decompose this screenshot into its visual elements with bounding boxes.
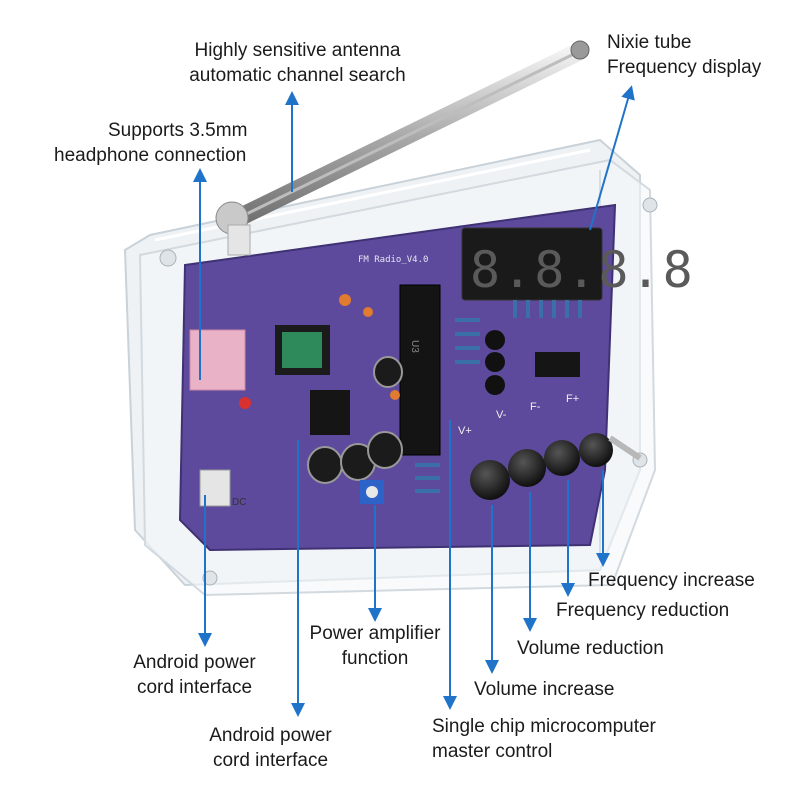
ic-label: U3 bbox=[409, 340, 420, 353]
volume-reduction-button[interactable] bbox=[508, 449, 546, 487]
nixie-callout: Nixie tube Frequency display bbox=[607, 30, 761, 80]
telescopic-antenna bbox=[215, 40, 590, 256]
headphone-label-line1: Supports 3.5mm bbox=[108, 120, 248, 141]
power-mid-label-line1: Android power bbox=[209, 725, 332, 746]
potentiometer-screw bbox=[366, 486, 378, 498]
frequency-increase-button[interactable] bbox=[579, 433, 613, 467]
power-left-label-line2: cord interface bbox=[136, 677, 253, 698]
control-buttons: V+ V- F- F+ bbox=[458, 393, 642, 500]
power-led bbox=[239, 397, 251, 409]
display-digits: 8.8.8.8 bbox=[470, 241, 695, 299]
mcu-callout: Single chip microcomputer master control bbox=[432, 714, 656, 764]
vol-increase-label: Volume increase bbox=[474, 679, 615, 700]
headphone-callout: Supports 3.5mm headphone connection bbox=[54, 118, 247, 168]
freq-reduction-label: Frequency reduction bbox=[556, 600, 730, 621]
freq-increase-label: Frequency increase bbox=[588, 570, 755, 591]
frequency-display: 8.8.8.8 bbox=[461, 227, 695, 301]
frequency-reduction-button[interactable] bbox=[544, 440, 580, 476]
nixie-label-line1: Nixie tube bbox=[607, 32, 692, 53]
antenna-label-line1: Highly sensitive antenna bbox=[194, 40, 401, 61]
amp-callout: Power amplifier function bbox=[300, 621, 450, 671]
power-mid-label-line2: cord interface bbox=[212, 750, 329, 771]
antenna-label-line2: automatic channel search bbox=[189, 65, 406, 86]
resistor-array bbox=[415, 300, 582, 493]
transistors bbox=[485, 330, 505, 395]
dc-label: DC bbox=[232, 497, 246, 508]
button-label-vol-up: V+ bbox=[458, 425, 472, 437]
button-label-freq-up: F+ bbox=[566, 393, 579, 405]
amplifier-chip bbox=[310, 390, 350, 435]
power-left-label-line1: Android power bbox=[133, 652, 256, 673]
vol-reduction-label: Volume reduction bbox=[517, 638, 664, 659]
microcontroller-chip: U3 bbox=[399, 284, 441, 456]
amp-label-line2: function bbox=[341, 648, 409, 669]
power-mid-callout: Android power cord interface bbox=[198, 723, 343, 773]
board-model-label: FM Radio_V4.0 bbox=[358, 255, 428, 265]
headphone-jack bbox=[189, 329, 246, 391]
volume-increase-button[interactable] bbox=[470, 460, 510, 500]
antenna-callout: Highly sensitive antenna automatic chann… bbox=[180, 38, 415, 88]
arrow-nixie bbox=[589, 85, 635, 231]
headphone-label-line2: headphone connection bbox=[54, 145, 247, 166]
callout-arrows bbox=[193, 85, 635, 717]
capacitors bbox=[307, 294, 403, 484]
driver-chip bbox=[535, 352, 580, 377]
button-label-freq-down: F- bbox=[530, 401, 541, 413]
nixie-label-line2: Frequency display bbox=[607, 57, 762, 78]
button-label-vol-down: V- bbox=[496, 409, 507, 421]
mcu-label-line2: master control bbox=[432, 741, 553, 762]
fm-module-board bbox=[282, 332, 322, 368]
mcu-label-line1: Single chip microcomputer bbox=[432, 716, 656, 737]
power-left-callout: Android power cord interface bbox=[122, 650, 267, 700]
mounting-screw bbox=[608, 435, 642, 461]
amp-label-line1: Power amplifier bbox=[309, 623, 441, 644]
